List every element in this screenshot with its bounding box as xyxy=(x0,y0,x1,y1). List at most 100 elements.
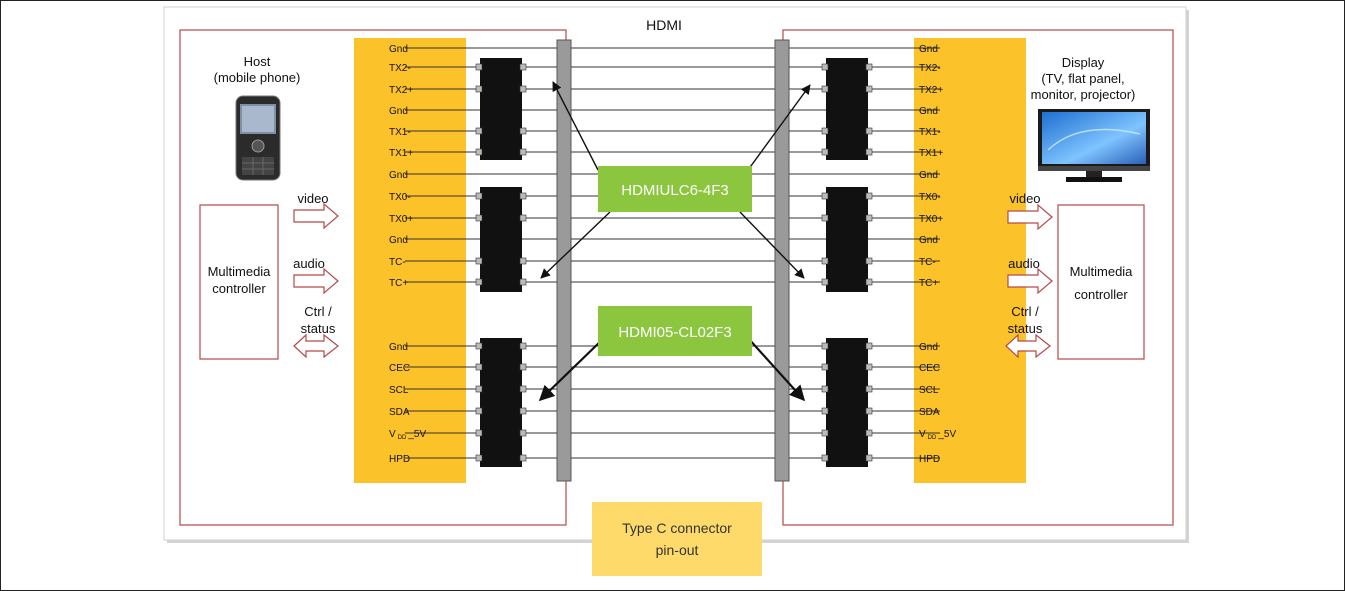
display-pin-label: TC- xyxy=(919,257,936,268)
chip-pad xyxy=(821,192,829,200)
chip-pad xyxy=(519,454,527,462)
display-protection-chip xyxy=(826,338,868,467)
host-protection-chip xyxy=(480,58,522,160)
chip-pad xyxy=(865,407,873,415)
chip-pad xyxy=(475,454,483,462)
host-pin-label: SCL xyxy=(389,385,409,396)
right-controller-line1: Multimedia xyxy=(1070,264,1134,279)
chip-pad xyxy=(519,385,527,393)
host-pin-label: TC+ xyxy=(389,278,408,289)
mobile-phone-image xyxy=(235,95,281,181)
host-pin-label: SDA xyxy=(389,407,410,418)
chip-pad xyxy=(821,385,829,393)
display-pin-label: TX2- xyxy=(919,63,941,74)
chip-pad xyxy=(865,192,873,200)
host-protection-chip xyxy=(480,338,522,467)
hdmi-title: HDMI xyxy=(646,17,682,33)
display-pin-label: TX1+ xyxy=(919,148,943,159)
chip-pad xyxy=(519,278,527,286)
chip-pad xyxy=(821,127,829,135)
chip-pad xyxy=(519,63,527,71)
chip-pad xyxy=(475,257,483,265)
chip-pad xyxy=(519,429,527,437)
display-pin-label: SCL xyxy=(919,385,939,396)
chip-pad xyxy=(475,127,483,135)
cl-arrow-display xyxy=(747,337,806,402)
left-ctrl-arrow xyxy=(293,333,339,359)
chip-pad xyxy=(865,429,873,437)
left-video-label: video xyxy=(297,191,328,206)
chip-pad xyxy=(475,214,483,222)
display-pin-label: Gnd xyxy=(919,106,938,117)
host-pin-label: TX1- xyxy=(389,127,411,138)
chip-pad xyxy=(865,127,873,135)
tv-image xyxy=(1038,109,1150,182)
chip-pad xyxy=(821,454,829,462)
ulc-arrow-host-top xyxy=(552,81,599,171)
chip-pad xyxy=(865,363,873,371)
right-video-arrow xyxy=(1007,203,1053,231)
chip-pad xyxy=(475,85,483,93)
display-pin-label: CEC xyxy=(919,363,940,374)
left-controller-line2: controller xyxy=(212,281,266,296)
ulc-arrow-display-bottom xyxy=(739,211,805,279)
display-pin-label: SDA xyxy=(919,407,940,418)
chip-pad xyxy=(865,257,873,265)
chip-pad xyxy=(865,85,873,93)
ulc-part-box xyxy=(598,166,752,212)
chip-pad xyxy=(475,148,483,156)
chip-pad xyxy=(865,63,873,71)
left-audio-arrow xyxy=(293,267,339,295)
chip-pad xyxy=(475,278,483,286)
host-pin-label: Gnd xyxy=(389,44,408,55)
display-pin-label: HPD xyxy=(919,454,940,465)
protection-chips xyxy=(475,58,873,467)
chip-pad xyxy=(821,85,829,93)
right-audio-label: audio xyxy=(1008,256,1040,271)
chip-pad xyxy=(865,454,873,462)
display-protection-chip xyxy=(826,58,868,160)
connector-note-line1: Type C connector xyxy=(622,520,732,536)
host-protection-chip xyxy=(480,187,522,292)
connector-note-box xyxy=(592,502,762,576)
chip-pad xyxy=(475,385,483,393)
display-protection-chip xyxy=(826,187,868,292)
connector-note-line2: pin-out xyxy=(656,542,699,558)
right-ctrl-arrow xyxy=(1005,333,1051,359)
host-pin-label: HPD xyxy=(389,454,410,465)
chip-pad xyxy=(821,148,829,156)
display-pin-label: TX0- xyxy=(919,192,941,203)
chip-pad xyxy=(865,342,873,350)
chip-pad xyxy=(519,407,527,415)
host-pin-label: TX2- xyxy=(389,63,411,74)
chip-pad xyxy=(475,342,483,350)
left-ctrl-label-1: Ctrl / xyxy=(304,304,332,319)
host-pin-label: TX1+ xyxy=(389,148,413,159)
display-pin-label: Gnd xyxy=(919,44,938,55)
display-pin-label: TX2+ xyxy=(919,85,943,96)
display-subtitle-1: (TV, flat panel, xyxy=(1041,71,1124,86)
chip-pad xyxy=(821,363,829,371)
chip-pad xyxy=(821,257,829,265)
chip-pad xyxy=(821,278,829,286)
chip-pad xyxy=(519,85,527,93)
host-subtitle: (mobile phone) xyxy=(214,70,301,85)
right-controller-line2: controller xyxy=(1074,287,1128,302)
left-controller-box xyxy=(199,204,279,360)
host-title: Host xyxy=(244,54,271,69)
host-pin-label: Gnd xyxy=(389,170,408,181)
chip-pad xyxy=(519,148,527,156)
chip-pad xyxy=(865,385,873,393)
cl-part-box xyxy=(598,306,752,356)
chip-pad xyxy=(821,63,829,71)
chip-pad xyxy=(821,342,829,350)
right-audio-arrow xyxy=(1007,267,1053,295)
left-video-arrow xyxy=(293,202,339,230)
chip-pad xyxy=(865,278,873,286)
chip-pad xyxy=(865,214,873,222)
display-pin-label: Gnd xyxy=(919,235,938,246)
chip-pad xyxy=(475,429,483,437)
right-video-label: video xyxy=(1009,191,1040,206)
display-title: Display xyxy=(1062,55,1105,70)
